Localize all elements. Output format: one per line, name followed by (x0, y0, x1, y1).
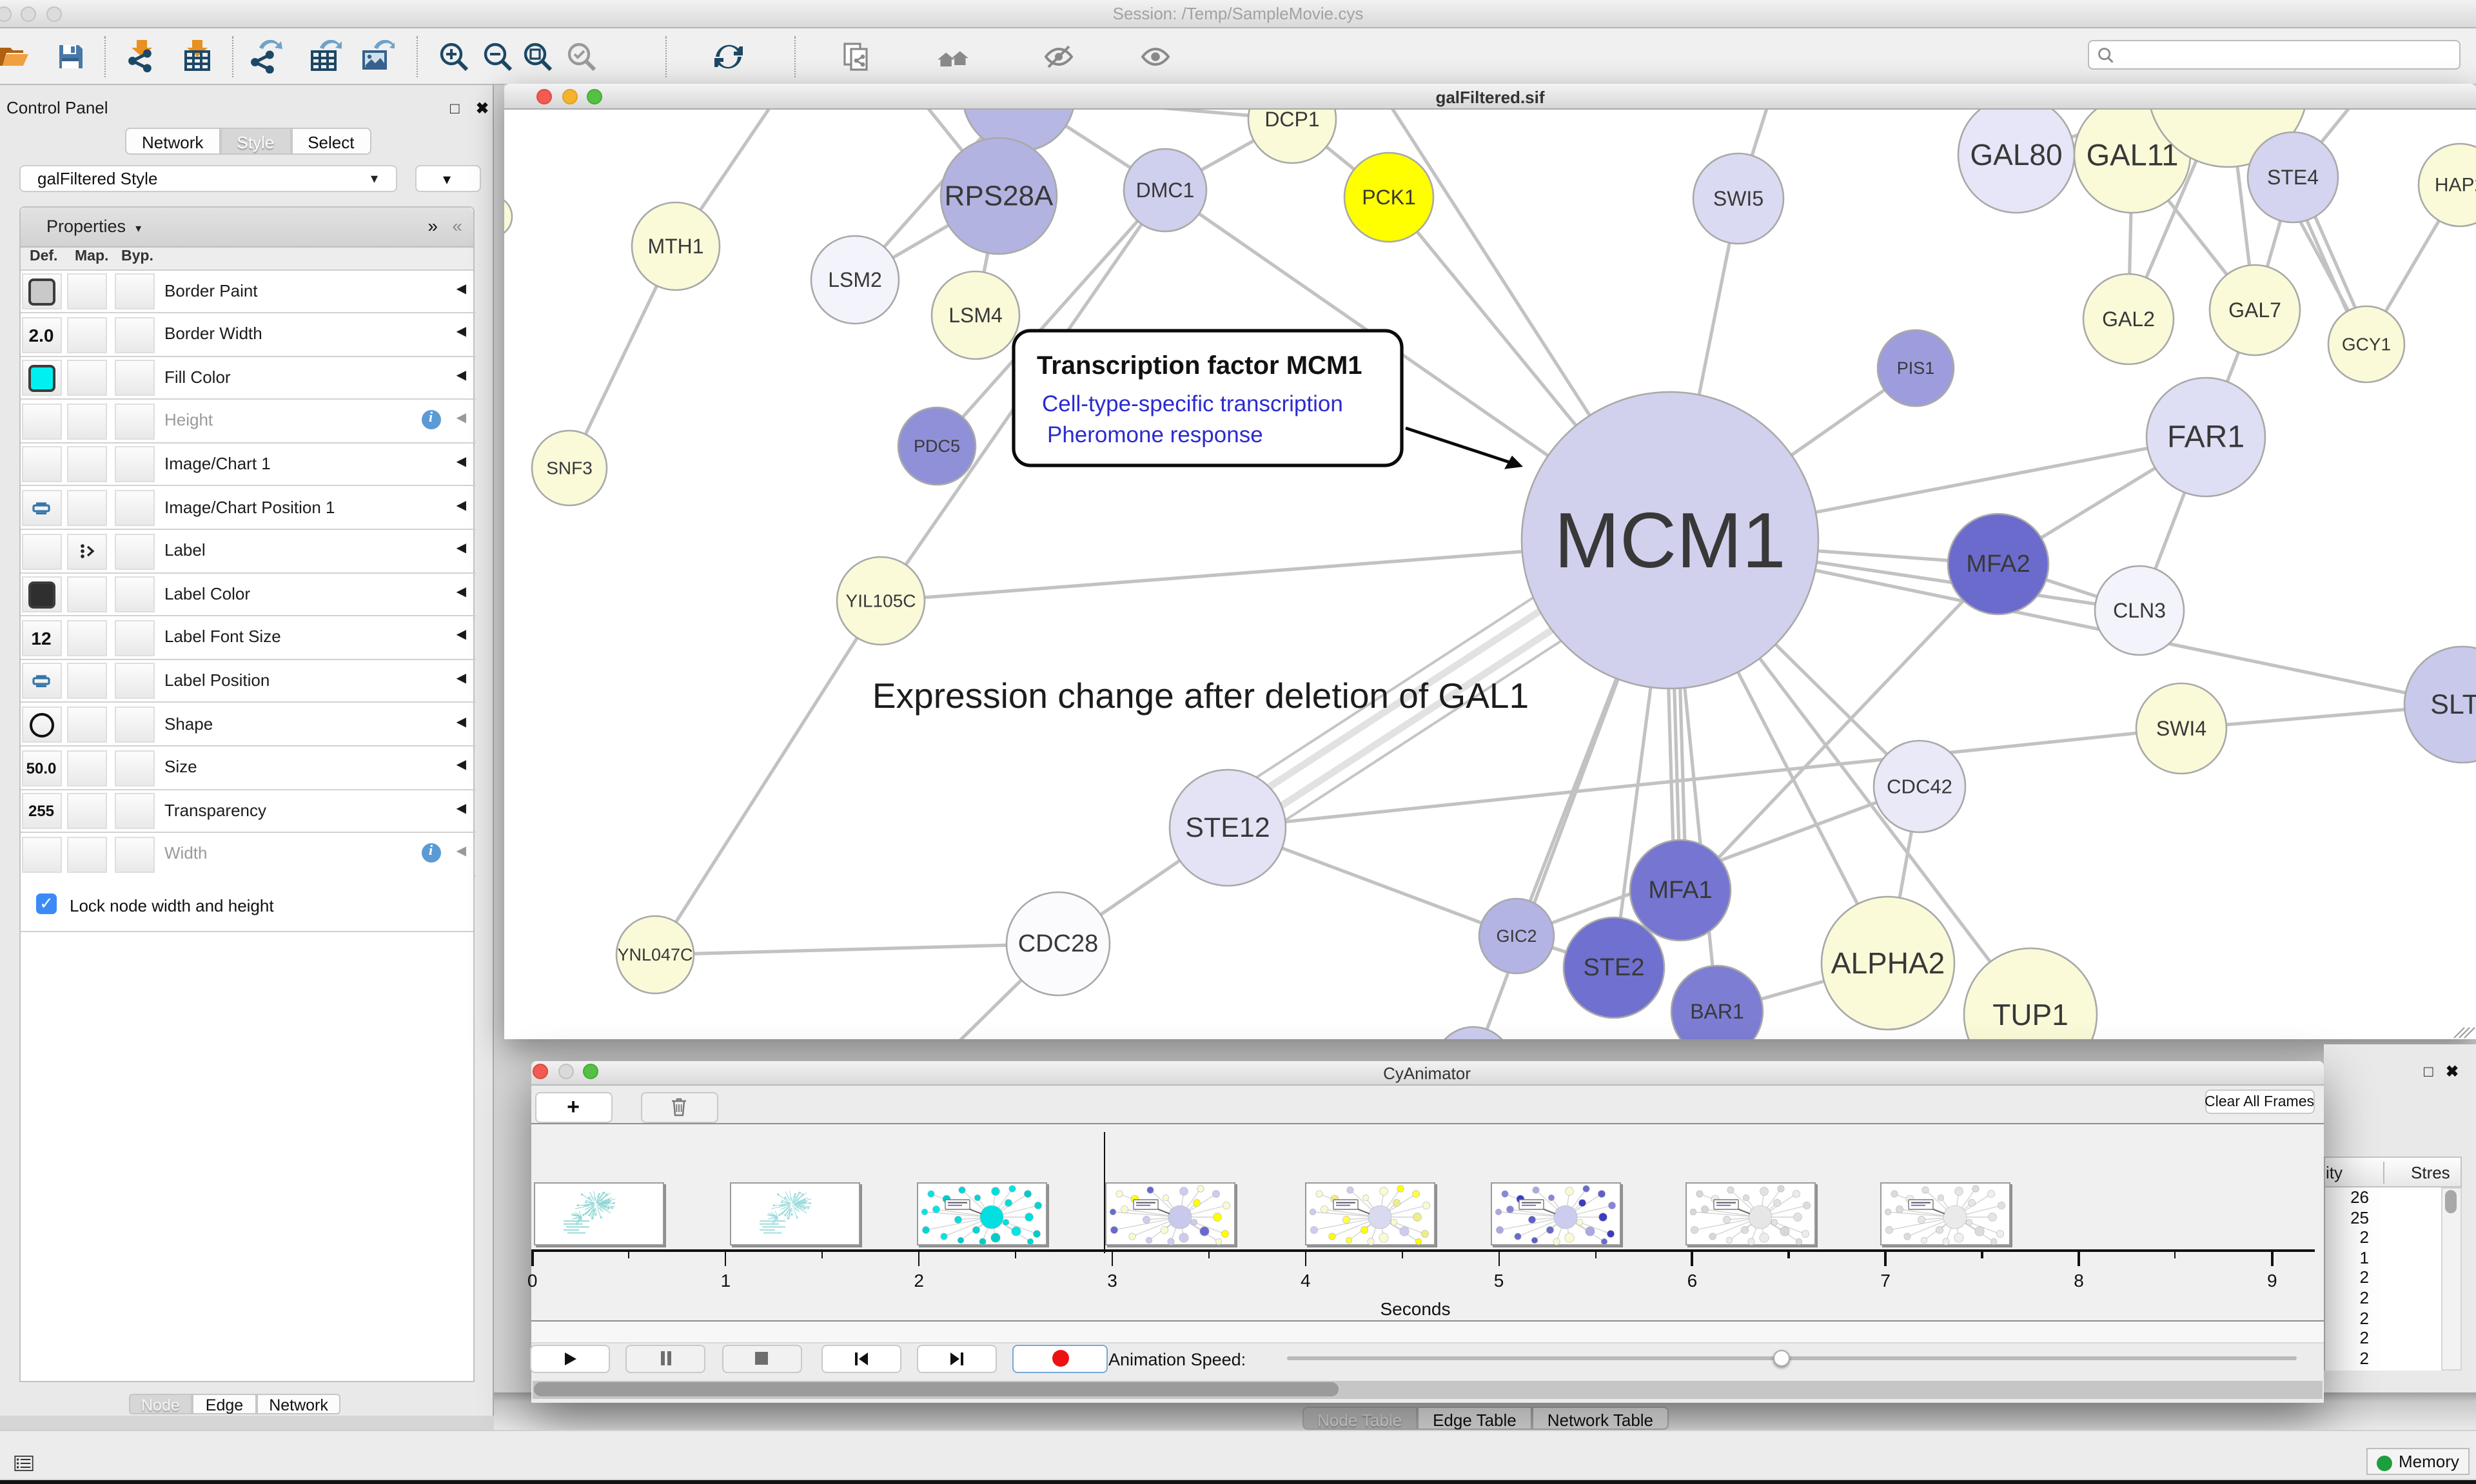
svg-text:HAP2: HAP2 (2435, 175, 2476, 196)
svg-text:MFA2: MFA2 (1966, 551, 2030, 578)
svg-text:STE12: STE12 (1185, 812, 1270, 843)
svg-text:GCY1: GCY1 (2342, 335, 2391, 355)
svg-text:TUP1: TUP1 (1992, 998, 2068, 1031)
svg-text:BAR1: BAR1 (1690, 1000, 1744, 1023)
svg-text:STE2: STE2 (1583, 954, 1644, 981)
svg-text:FAR1: FAR1 (2167, 420, 2245, 454)
svg-text:GAL11: GAL11 (2087, 138, 2179, 172)
svg-text:LSM4: LSM4 (948, 304, 1003, 327)
svg-text:Cell-type-specific transcripti: Cell-type-specific transcription (1042, 391, 1343, 416)
svg-text:MCM1: MCM1 (1554, 496, 1785, 584)
svg-text:PIS1: PIS1 (1897, 358, 1935, 378)
svg-text:CLN3: CLN3 (2113, 599, 2166, 622)
svg-text:GAL80: GAL80 (1970, 138, 2062, 171)
svg-text:SWI4: SWI4 (2156, 717, 2206, 740)
svg-text:YIL105C: YIL105C (846, 591, 916, 611)
svg-text:GAL2: GAL2 (2102, 308, 2155, 331)
svg-text:SWI5: SWI5 (1713, 187, 1764, 210)
svg-text:GIC2: GIC2 (1496, 926, 1537, 946)
svg-text:MFA1: MFA1 (1648, 877, 1712, 904)
svg-text:CDC28: CDC28 (1018, 930, 1099, 957)
svg-text:YNL047C: YNL047C (617, 945, 693, 964)
svg-text:SLT2: SLT2 (2430, 689, 2476, 720)
svg-text:CDC42: CDC42 (1887, 776, 1952, 798)
svg-text:GAL7: GAL7 (2228, 298, 2281, 322)
svg-text:SNF3: SNF3 (546, 458, 593, 478)
svg-text:MTH1: MTH1 (647, 235, 703, 258)
svg-text:DMC1: DMC1 (1136, 179, 1195, 202)
svg-text:RPS28A: RPS28A (945, 181, 1054, 212)
svg-text:PDC5: PDC5 (914, 436, 960, 456)
svg-text:DCP1: DCP1 (1264, 110, 1319, 131)
svg-text:Expression change after deleti: Expression change after deletion of GAL1 (872, 676, 1529, 716)
svg-text:PCK1: PCK1 (1362, 186, 1416, 209)
svg-text:Pheromone response: Pheromone response (1047, 422, 1263, 447)
svg-text:LSM2: LSM2 (828, 268, 882, 291)
svg-text:ALPHA2: ALPHA2 (1831, 946, 1945, 980)
svg-text:STE4: STE4 (2267, 166, 2319, 189)
svg-text:Transcription factor MCM1: Transcription factor MCM1 (1037, 351, 1362, 380)
